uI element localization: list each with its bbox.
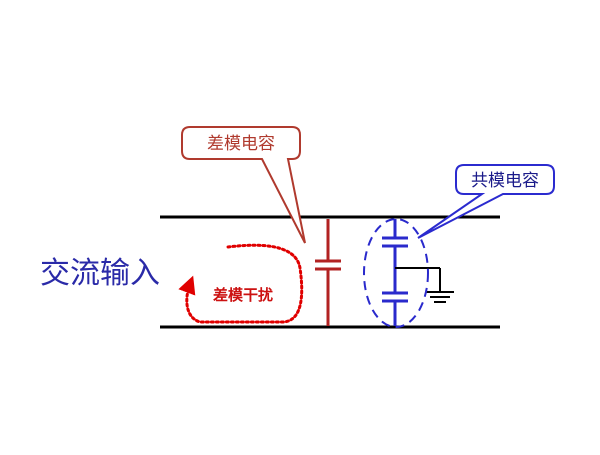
ground-icon xyxy=(395,267,454,303)
cm-capacitor-callout: 共模电容 xyxy=(417,164,555,239)
dm-interference-label: 差模干扰 xyxy=(213,286,273,304)
dm-capacitor-label: 差模电容 xyxy=(207,134,275,154)
cm-capacitors xyxy=(382,219,408,326)
dm-interference-loop xyxy=(178,243,304,324)
cm-group-ellipse xyxy=(363,218,429,328)
cm-capacitor-label: 共模电容 xyxy=(471,171,539,191)
dm-capacitor-callout: 差模电容 xyxy=(181,126,306,244)
input-label: 交流输入 xyxy=(40,256,160,291)
dm-capacitor xyxy=(315,219,341,326)
